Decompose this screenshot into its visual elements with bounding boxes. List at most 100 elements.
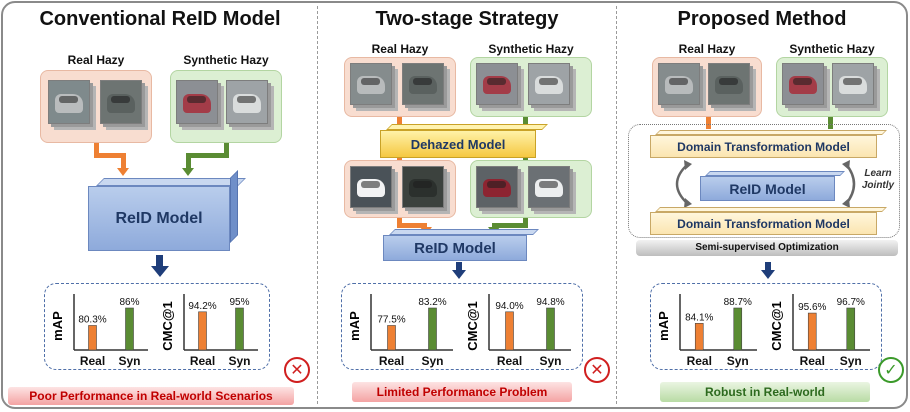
conventional-mAP-value-syn: 86% xyxy=(119,297,139,308)
conventional-syn-image-1 xyxy=(176,80,218,124)
two-stage-real-arrow-3-h xyxy=(397,223,427,228)
two-stage-results-panel xyxy=(341,283,583,370)
two_stage-CMC@1-category-syn: Syn xyxy=(539,354,561,368)
two-stage-real-hazy-label: Real Hazy xyxy=(371,42,429,56)
proposed-CMC@1-bar-syn xyxy=(846,307,856,351)
two_stage-mAP-ylabel: mAP xyxy=(347,311,362,341)
two-stage-dehazed-model-label: Dehazed Model xyxy=(380,130,536,158)
two-stage-syn-arrow-1 xyxy=(523,117,528,126)
proposed-CMC@1-bar-real xyxy=(807,312,817,351)
proposed-real-arrow xyxy=(706,117,711,129)
conventional-title: Conventional ReID Model xyxy=(39,8,281,30)
proposed-CMC@1-ylabel: CMC@1 xyxy=(769,301,784,351)
proposed-mAP-bar-syn xyxy=(733,307,743,351)
conventional-CMC@1-category-syn: Syn xyxy=(228,354,250,368)
proposed-CMC@1-category-real: Real xyxy=(800,354,825,368)
conventional-real-arrow-v xyxy=(121,153,126,169)
conventional-reid-model-label: ReID Model xyxy=(88,186,230,251)
proposed-pass-icon: ✓ xyxy=(878,357,904,383)
proposed-CMC@1-value-real: 95.6% xyxy=(798,302,826,313)
two-stage-reid-model: ReID Model xyxy=(383,229,539,261)
two_stage-CMC@1-ylabel: CMC@1 xyxy=(465,301,480,351)
conventional-footer-label: Poor Performance in Real-world Scenarios xyxy=(8,387,294,405)
proposed-reid-model: ReID Model xyxy=(700,171,845,201)
two-stage-syn-image-2 xyxy=(528,63,570,105)
conventional-syn-arrow-v xyxy=(186,153,191,169)
two-stage-title: Two-stage Strategy xyxy=(375,8,559,30)
two_stage-CMC@1-bar-syn xyxy=(546,307,555,351)
learn-jointly-line1: Learn xyxy=(864,168,892,179)
conventional-real-hazy-label: Real Hazy xyxy=(67,53,125,67)
two_stage-CMC@1-value-syn: 94.8% xyxy=(536,297,564,308)
two-stage-real-image-1 xyxy=(350,63,392,105)
conventional-results-panel xyxy=(44,283,270,370)
conventional-real-arrow-h xyxy=(94,153,126,158)
proposed-CMC@1-category-syn: Syn xyxy=(840,354,862,368)
conventional-CMC@1-category-real: Real xyxy=(190,354,215,368)
column-divider-right xyxy=(616,6,617,404)
conventional-syn-arrow-head xyxy=(182,168,194,176)
proposed-mAP-category-syn: Syn xyxy=(727,354,749,368)
two_stage-mAP-value-syn: 83.2% xyxy=(418,297,446,308)
two-stage-dehazed-model: Dehazed Model xyxy=(380,124,548,158)
proposed-title: Proposed Method xyxy=(677,8,847,30)
conventional-syn-arrow-h xyxy=(186,153,229,158)
proposed-real-image-1 xyxy=(658,63,700,105)
two_stage-CMC@1-bar-real xyxy=(505,311,514,351)
proposed-dtm-bottom-label: Domain Transformation Model xyxy=(650,212,877,235)
conventional-mAP-bar-real xyxy=(88,325,97,351)
conventional-CMC@1-value-syn: 95% xyxy=(229,297,249,308)
conventional-CMC@1-bar-syn xyxy=(235,307,244,351)
two-stage-dehazed-syn-image-2 xyxy=(528,166,570,208)
two_stage-mAP-value-real: 77.5% xyxy=(377,314,405,325)
two_stage-mAP-bar-real xyxy=(387,325,396,351)
two_stage-CMC@1-value-real: 94.0% xyxy=(495,301,523,312)
conventional-CMC@1-bar-real xyxy=(198,311,207,351)
proposed-cycle-arrow-left-icon xyxy=(675,160,692,208)
conventional-real-arrow-head xyxy=(117,168,129,176)
conventional-synthetic-hazy-label: Synthetic Hazy xyxy=(183,53,269,67)
proposed-reid-model-label: ReID Model xyxy=(700,176,835,201)
conventional-real-arrow xyxy=(94,143,99,158)
learn-jointly-line2: Jointly xyxy=(861,180,895,191)
proposed-down-arrow xyxy=(765,262,771,271)
conventional-syn-image-2 xyxy=(226,80,268,124)
two_stage-mAP-bar-syn xyxy=(428,307,437,351)
proposed-syn-arrow xyxy=(828,117,833,129)
two-stage-real-image-2 xyxy=(402,63,444,105)
conventional-CMC@1-ylabel: CMC@1 xyxy=(160,301,175,351)
conventional-mAP-category-real: Real xyxy=(80,354,105,368)
conventional-real-image-1 xyxy=(48,80,90,124)
two-stage-syn-image-1 xyxy=(476,63,518,105)
proposed-real-hazy-label: Real Hazy xyxy=(678,42,736,56)
conventional-down-arrow-head xyxy=(151,266,169,277)
proposed-mAP-value-syn: 88.7% xyxy=(724,297,752,308)
proposed-dtm-top-label: Domain Transformation Model xyxy=(650,135,877,158)
proposed-footer-label: Robust in Real-world xyxy=(660,382,870,402)
proposed-mAP-bar-real xyxy=(694,323,704,351)
conventional-mAP-bar-syn xyxy=(125,307,134,351)
conventional-mAP-value-real: 80.3% xyxy=(78,314,106,325)
two-stage-real-arrow-1 xyxy=(397,117,402,126)
conventional-CMC@1-value-real: 94.2% xyxy=(188,301,216,312)
two-stage-dehazed-syn-image-1 xyxy=(476,166,518,208)
proposed-cycle-arrow-right-icon xyxy=(842,160,856,208)
proposed-learn-jointly-note: Learn Jointly xyxy=(858,168,898,192)
two-stage-dehazed-real-image-1 xyxy=(350,166,392,208)
proposed-mAP-category-real: Real xyxy=(687,354,712,368)
conventional-reid-model: ReID Model xyxy=(88,170,246,251)
conventional-mAP-ylabel: mAP xyxy=(50,311,65,341)
two-stage-syn-arrow-3-h xyxy=(492,223,528,228)
column-divider-left xyxy=(317,6,318,404)
proposed-synthetic-hazy-label: Synthetic Hazy xyxy=(789,42,875,56)
proposed-real-image-2 xyxy=(708,63,750,105)
proposed-down-arrow-head xyxy=(761,270,775,279)
two_stage-mAP-category-real: Real xyxy=(379,354,404,368)
proposed-syn-image-2 xyxy=(832,63,874,105)
two-stage-footer-label: Limited Performance Problem xyxy=(352,382,572,402)
two-stage-dehazed-real-image-2 xyxy=(402,166,444,208)
two-stage-synthetic-hazy-label: Synthetic Hazy xyxy=(488,42,574,56)
